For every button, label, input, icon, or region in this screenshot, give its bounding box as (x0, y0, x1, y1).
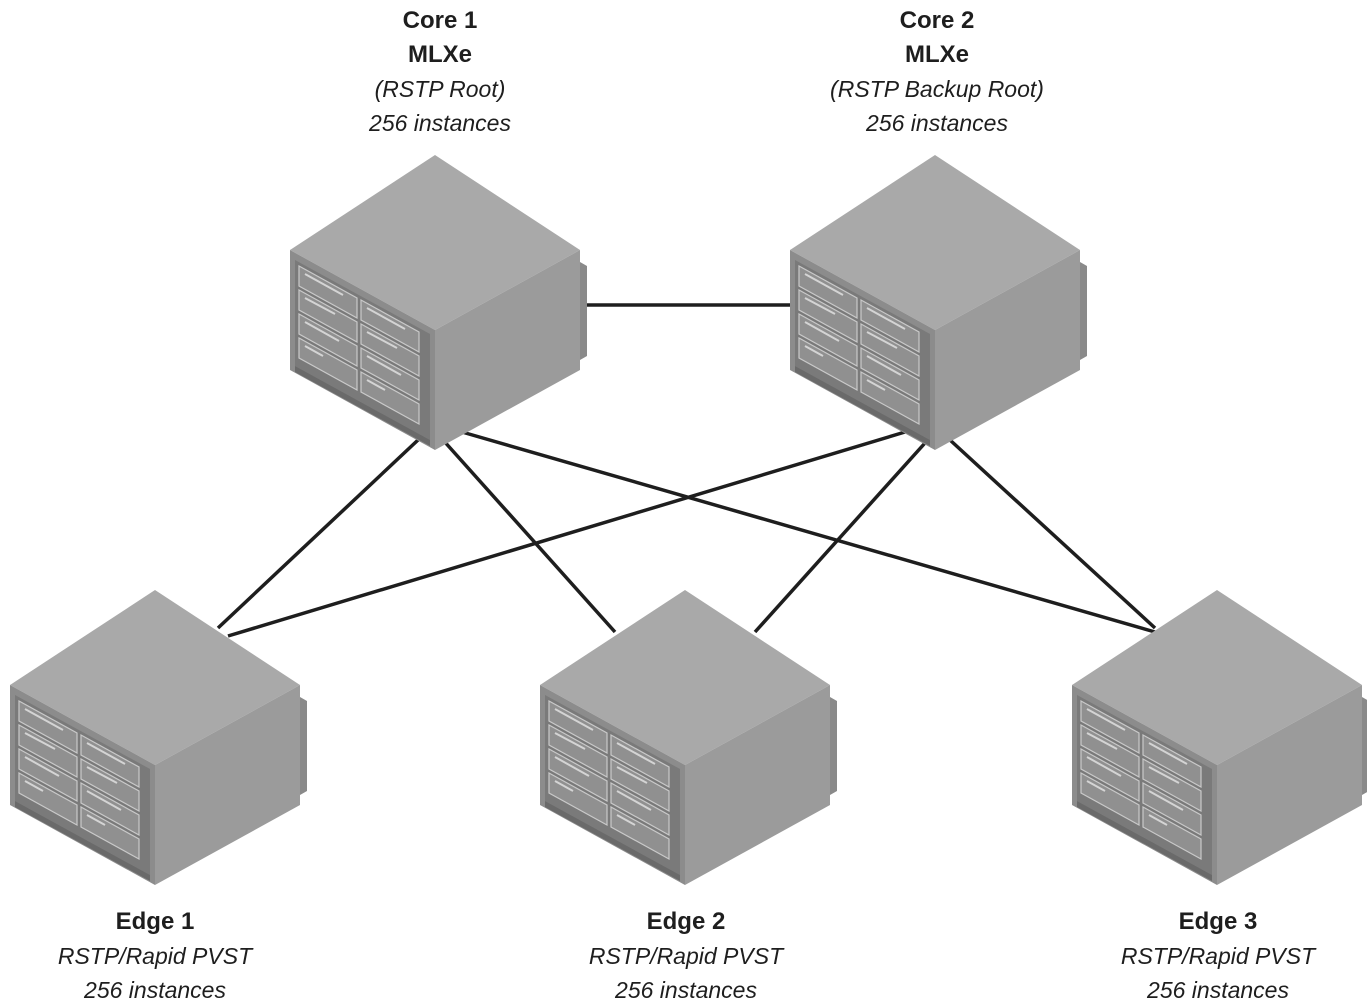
core2-instances: 256 instances (866, 110, 1008, 136)
edge3-protocol: RSTP/Rapid PVST (1120, 943, 1316, 969)
edge3-name: Edge 3 (1178, 908, 1258, 935)
link-core2-edge3 (948, 438, 1157, 630)
core1-model: MLXe (407, 41, 472, 68)
edge2-switch-icon (539, 589, 838, 886)
link-core2-edge1 (227, 430, 906, 638)
edge1-label: Edge 1 RSTP/Rapid PVST 256 instances (25, 905, 285, 1007)
link-core1-edge3 (461, 430, 1156, 634)
edge3-label: Edge 3 RSTP/Rapid PVST 256 instances (1088, 905, 1348, 1007)
edge3-instances: 256 instances (1147, 977, 1289, 1003)
core1-name: Core 1 (402, 7, 478, 34)
core1-role: (RSTP Root) (374, 76, 506, 102)
core2-name: Core 2 (899, 7, 975, 34)
devices-layer (9, 154, 1367, 886)
link-core2-edge2 (753, 441, 927, 634)
core2-switch-icon (789, 154, 1088, 451)
link-core1-edge1 (216, 438, 420, 630)
core1-instances: 256 instances (369, 110, 511, 136)
core1-switch-icon (289, 154, 588, 451)
edge1-protocol: RSTP/Rapid PVST (57, 943, 253, 969)
edge2-label: Edge 2 RSTP/Rapid PVST 256 instances (556, 905, 816, 1007)
core2-role: (RSTP Backup Root) (830, 76, 1044, 102)
links-layer (216, 303, 1157, 638)
core1-label: Core 1 MLXe (RSTP Root) 256 instances (320, 4, 560, 140)
edge1-instances: 256 instances (84, 977, 226, 1003)
link-core1-edge2 (441, 438, 617, 634)
edge2-instances: 256 instances (615, 977, 757, 1003)
core2-model: MLXe (904, 41, 969, 68)
edge2-name: Edge 2 (646, 908, 726, 935)
edge1-switch-icon (9, 589, 308, 886)
edge2-protocol: RSTP/Rapid PVST (588, 943, 784, 969)
edge1-name: Edge 1 (115, 908, 195, 935)
edge3-switch-icon (1071, 589, 1367, 886)
core2-label: Core 2 MLXe (RSTP Backup Root) 256 insta… (797, 4, 1077, 140)
